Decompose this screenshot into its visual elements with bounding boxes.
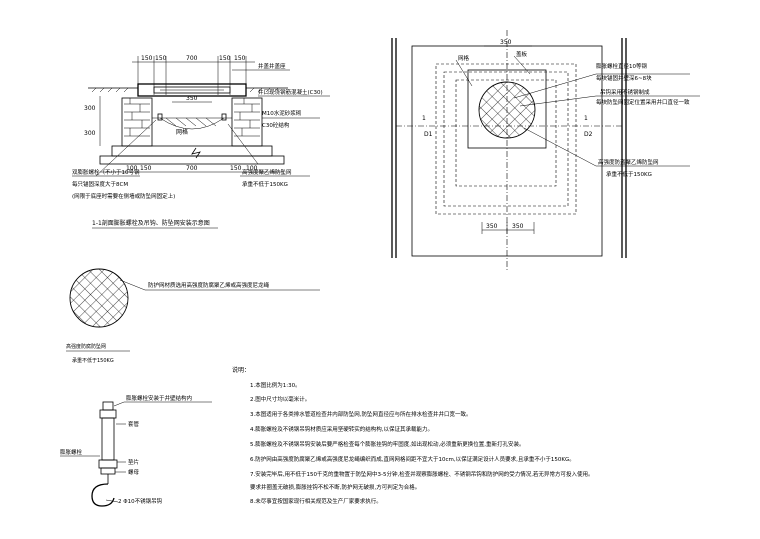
net-circle [69,268,129,328]
section-view: 150 150 700 150 150 网格 350 300 3 [72,55,330,229]
plan-dim-bot-1: 350 [486,223,498,230]
dim-left-1: 300 [84,105,96,112]
label-mortar: M10水泥砂浆砌 [262,109,302,117]
note-1: 1.本图比例为1:30。 [250,381,301,389]
label-pe-rope: 高强度聚乙烯防坠网 [242,168,292,176]
d2-label: D2 [584,131,593,138]
plan-label-hook-2: 每块防坠网固定位置采用井口直径一致 [596,98,690,106]
note-8: 8.未尽事宜按国家现行相关规范及生产厂家要求执行。 [250,497,382,505]
dim-top-2: 150 [155,55,167,62]
plan-label-bolt-2: 每块锚固井壁深6~8块 [596,74,652,82]
notes-title: 说明： [232,366,250,374]
plan-dim-top: 350 [500,39,512,46]
bolt-detail: 膨胀螺栓安装于井壁结构内 套管 垫片 螺母 膨胀螺栓 2 Φ10不锈钢吊钩 [60,394,212,507]
bolt-top-label: 膨胀螺栓安装于井壁结构内 [126,394,192,402]
note-6: 6.防护网由高强度防腐聚乙烯或高强度尼龙绳编织而成,直网网格间距不宜大于10cm… [250,455,575,463]
net-material-label: 防护网材质选用高强度防腐聚乙烯或高强度尼龙绳 [148,281,270,289]
net-bearing: 承重不低于150KG [72,357,114,364]
dim-bot-1: 100 [126,165,138,172]
net-detail: 防护网材质选用高强度防腐聚乙烯或高强度尼龙绳 高强度防腐防坠网 承重不低于150… [66,268,320,364]
note-7b: 要求井圈盖无破损,膨胀挂钩不松不断,防护网无破损,方可判定为合格。 [250,483,420,491]
dim-left-2: 300 [84,130,96,137]
dim-top-3: 700 [186,55,198,62]
dim-top-5: 150 [234,55,246,62]
plan-view: 350 D1 1 1 D1 D2 350 350 网格 盖板 膨胀螺栓直径10等… [391,30,700,270]
bolt-nut-label: 螺母 [128,468,140,476]
bolt-head-label: 膨胀螺栓 [60,448,83,456]
label-bolt-3: (网限于底座时需要在侧墙或防坠网固定上) [72,192,175,200]
dim-top-4: 150 [219,55,231,62]
note-5: 5.膨胀螺栓及不锈钢吊钩安装后要严格检查每个膨胀挂钩的牢固度,如出现松动,必须重… [250,440,525,448]
plan-label-cover: 盖板 [516,50,528,58]
plan-label-mesh: 网格 [458,54,470,62]
plan-label-pe: 高强度防盗聚乙烯防坠网 [598,158,659,166]
label-bearing: 承重不低于150KG [242,180,288,188]
bolt-sleeve-label: 套管 [128,420,140,428]
plan-label-bearing: 承重不低于150KG [606,170,652,178]
note-4: 4.膨胀螺栓及不锈钢吊钩材质应采用坚硬转实的结构构,以保证其承载能力。 [250,425,433,433]
label-well-ring: 井口现浇钢筋混凝土(C30) [258,88,323,96]
section-mark-1: 1 [422,115,426,122]
plan-label-bolt: 膨胀螺栓直径10等钢 [596,62,647,70]
bolt-hook-label: 2 Φ10不锈钢吊钩 [118,497,163,505]
plan-dim-bot-2: 350 [512,223,524,230]
mesh-label: 网格 [176,128,188,136]
note-7: 7.安装完毕后,用不低于150千克的重物置于防坠网中3-5分钟,检查并观察膨胀螺… [250,470,593,478]
note-3: 3.本图适用于各类排水管道检查井内部防坠网,防坠网直径应与所在排水检查井井口宽一… [250,410,472,418]
plan-label-hook: 吊钩采用不锈钢制成 [600,88,650,96]
net-name: 高强度防腐防坠网 [66,343,106,350]
bolt-washer-label: 垫片 [128,458,139,466]
dim-350: 350 [186,95,198,102]
section-mark-2: 1 [584,115,588,122]
dim-bot-5: 100 [246,165,258,172]
dim-top-1: 150 [141,55,153,62]
d1-label: D1 [424,131,433,138]
label-well-base: 井盖井盖座 [258,62,286,70]
dim-bot-2: 150 [140,165,152,172]
dim-bot-3: 700 [186,165,198,172]
section-caption: 1-1剖面膨胀螺栓及吊钩、防坠网安装示意图 [92,219,210,227]
note-2: 2.图中尺寸均以毫米计。 [250,395,310,403]
label-bolt-2: 每只锚固深度大于8CM [72,180,128,188]
dim-bot-4: 150 [230,165,242,172]
label-concrete: C30砼结构 [262,121,290,129]
notes: 说明： 1.本图比例为1:30。 2.图中尺寸均以毫米计。 3.本图适用于各类排… [232,366,593,505]
label-bolt: 双膨胀螺栓（不小于10号钢 [72,168,140,176]
